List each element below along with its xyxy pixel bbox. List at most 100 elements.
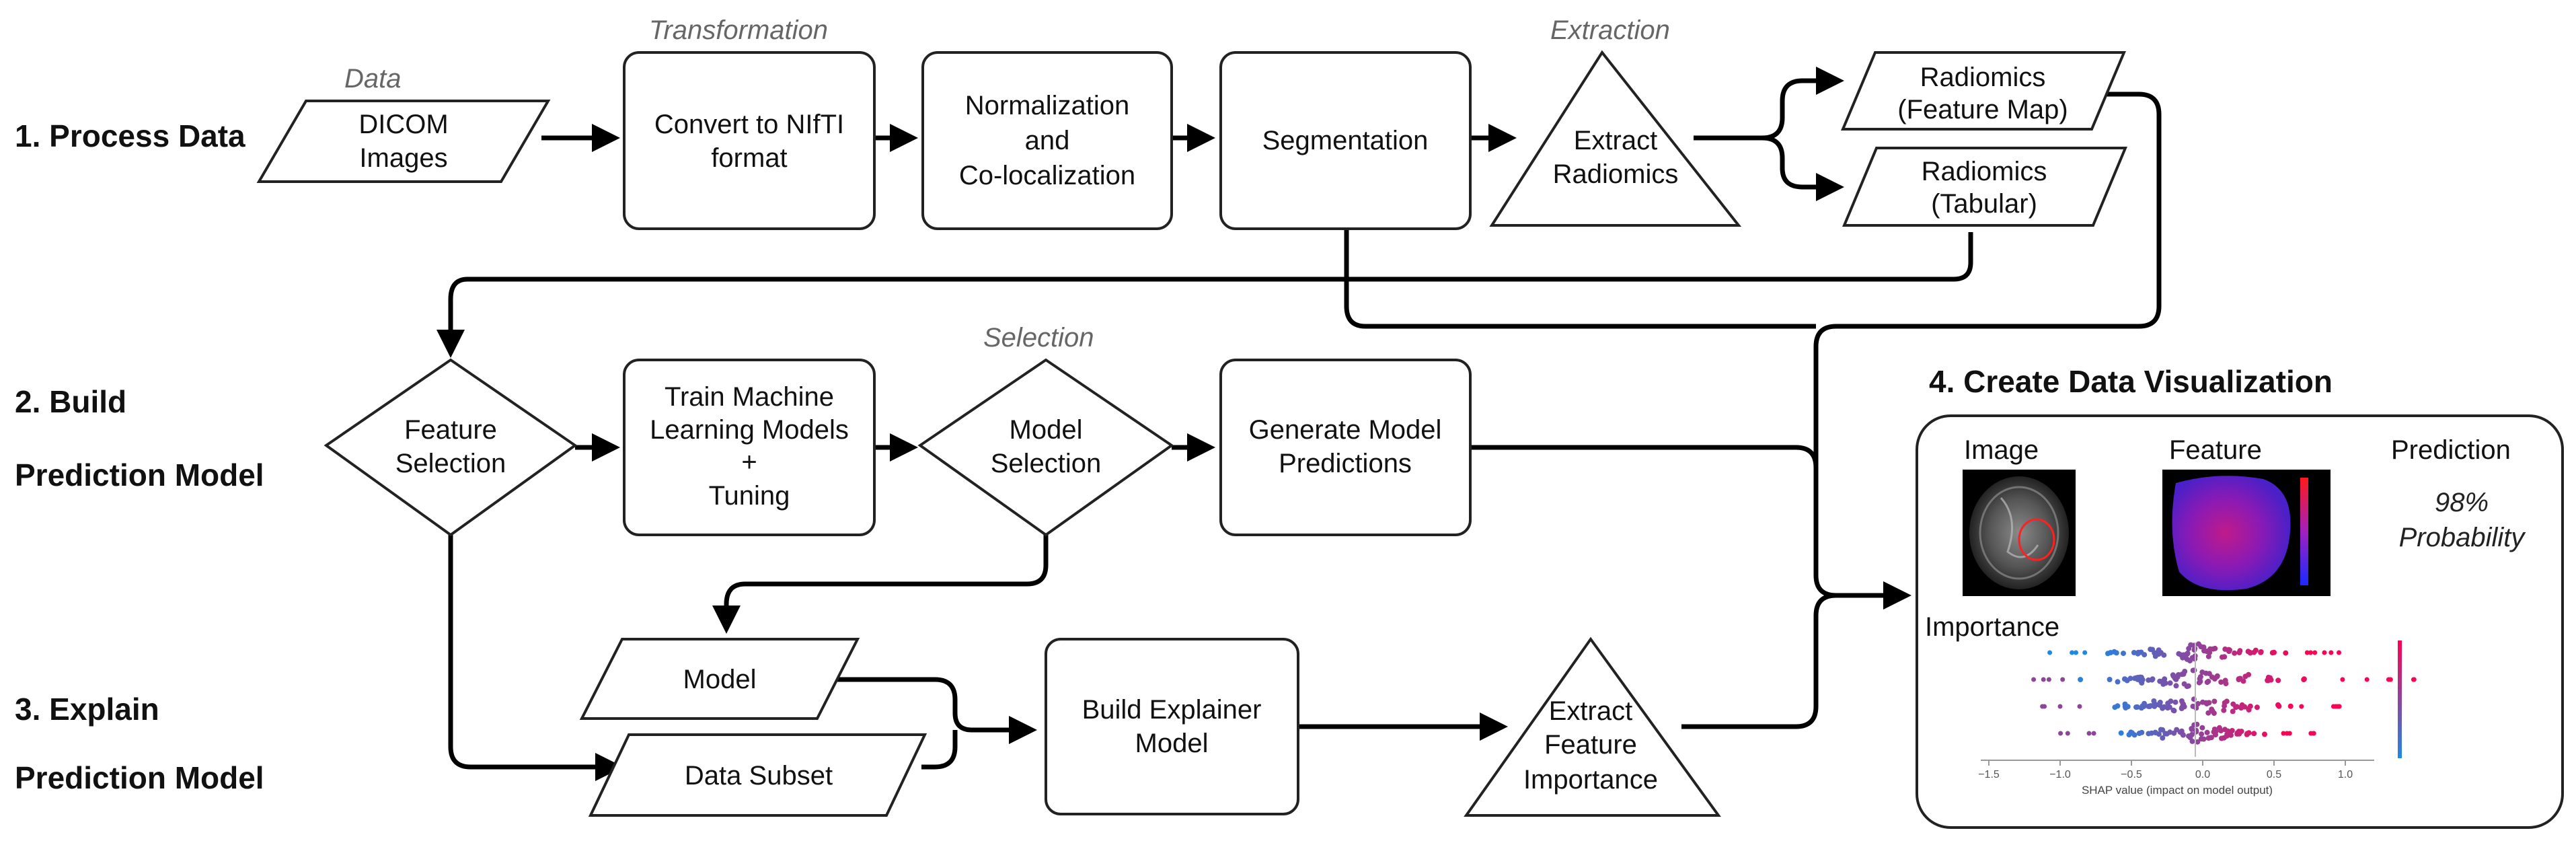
shap-dot	[2205, 710, 2211, 716]
feature-map-image	[2162, 470, 2331, 596]
shap-dots	[2031, 641, 2417, 745]
shap-dot	[2340, 677, 2345, 682]
shap-dot	[2312, 650, 2318, 655]
shap-dot	[2234, 731, 2240, 737]
shap-dot	[2195, 701, 2201, 706]
node-convert-nifti[interactable]: Convert to NIfTI format	[623, 51, 876, 230]
shap-dot	[2242, 673, 2248, 680]
shap-dot	[2148, 647, 2154, 653]
arrow-extract-to-feature-map	[1694, 67, 1844, 141]
shap-dot	[2275, 677, 2281, 684]
shap-dot	[2281, 731, 2286, 736]
shap-tick-label: −1.5	[1978, 769, 2000, 780]
shap-dot	[2230, 708, 2236, 714]
node-feature-selection[interactable]: Feature Selection	[324, 358, 578, 537]
shap-dot	[2199, 669, 2205, 675]
shap-dot	[2150, 676, 2156, 682]
shap-dot	[2161, 652, 2167, 658]
shap-dot	[2218, 679, 2224, 685]
shap-dot	[2222, 703, 2228, 709]
node-extract-radiomics[interactable]: Extract Radiomics	[1489, 50, 1742, 227]
node-dicom-images[interactable]: DICOM Images	[256, 100, 551, 183]
shap-dot	[2060, 677, 2066, 682]
shap-dot	[2065, 731, 2070, 736]
shap-dot	[2171, 730, 2177, 736]
model-line-1: Model	[683, 665, 757, 694]
shap-dot	[2223, 681, 2229, 687]
model-selection-line-2: Selection	[991, 449, 1102, 478]
panel-image-label: Image	[1964, 435, 2039, 465]
shap-dot	[2190, 667, 2196, 673]
stage-process-data: 1. Process Data	[15, 118, 245, 153]
shap-dot	[2122, 701, 2128, 707]
node-build-explainer[interactable]: Build Explainer Model	[1045, 638, 1299, 815]
stage-build-line-2: Prediction Model	[15, 457, 264, 492]
shap-dot	[2129, 730, 2135, 736]
node-data-subset[interactable]: Data Subset	[588, 733, 927, 817]
train-line-2: Learning Models	[650, 415, 849, 445]
shap-dot	[2196, 680, 2202, 686]
shap-tick-label: 0.5	[2267, 769, 2281, 780]
shap-dot	[2199, 725, 2205, 731]
shap-dot	[2146, 731, 2152, 737]
shap-dot	[2162, 676, 2168, 682]
panel-feature-label: Feature	[2169, 435, 2262, 465]
shap-dot	[2251, 731, 2257, 737]
stage-explain-line-1: 3. Explain	[15, 692, 159, 727]
shap-dot	[2201, 648, 2207, 654]
shap-dot	[2070, 650, 2075, 655]
explainer-line-1: Build Explainer	[1082, 695, 1262, 725]
importance-line-1: Extract	[1549, 696, 1632, 726]
shap-dot	[2244, 731, 2250, 737]
shap-dot	[2175, 672, 2181, 677]
shap-dot	[2287, 703, 2294, 709]
connectors	[437, 67, 2162, 781]
shap-dot	[2185, 683, 2191, 689]
node-train-models[interactable]: Train Machine Learning Models + Tuning	[623, 359, 876, 536]
node-normalization[interactable]: Normalization and Co-localization	[921, 51, 1173, 230]
shap-dot	[2189, 726, 2195, 731]
radiomics-map-line-2: (Feature Map)	[1897, 95, 2068, 124]
node-model[interactable]: Model	[579, 638, 860, 720]
node-model-selection[interactable]: Model Selection	[917, 358, 1174, 537]
shap-dot	[2167, 729, 2173, 735]
shap-dot	[2176, 651, 2182, 657]
shap-dot	[2118, 730, 2124, 736]
shap-axis-title: SHAP value (impact on model output)	[2082, 784, 2273, 797]
node-extract-importance[interactable]: Extract Feature Importance	[1464, 636, 1721, 817]
node-segmentation[interactable]: Segmentation	[1219, 51, 1472, 230]
shap-tick-label: 1.0	[2338, 769, 2353, 780]
shap-dot	[2207, 735, 2213, 741]
shap-dot	[2198, 736, 2204, 742]
train-line-1: Train Machine	[665, 382, 834, 412]
shap-dot	[2299, 704, 2304, 709]
panel-importance-label: Importance	[1925, 612, 2059, 642]
shap-dot	[2206, 671, 2212, 677]
shap-dot	[2189, 738, 2195, 744]
shap-dot	[2078, 677, 2084, 683]
shap-dot	[2209, 706, 2215, 712]
extract-radiomics-line-2: Radiomics	[1553, 159, 1679, 189]
shap-dot	[2139, 729, 2145, 735]
node-radiomics-tabular[interactable]: Radiomics (Tabular)	[1842, 147, 2128, 227]
shap-dot	[2115, 703, 2121, 709]
shap-dot	[2328, 650, 2334, 655]
node-radiomics-feature-map[interactable]: Radiomics (Feature Map)	[1840, 51, 2127, 131]
shap-dot	[2247, 650, 2253, 656]
stage-visualization-title: 4. Create Data Visualization	[1929, 364, 2333, 399]
normalization-line-1: Normalization	[965, 91, 1130, 120]
shap-dot	[2181, 652, 2187, 658]
visualization-panel: Image Feature Prediction 98% Probability…	[1916, 414, 2564, 829]
shap-dot	[2191, 647, 2197, 653]
panel-prediction-label: Prediction	[2391, 435, 2511, 465]
shap-dot	[2232, 650, 2238, 656]
shap-dot	[2142, 700, 2148, 706]
shap-dot	[2193, 727, 2199, 733]
shap-dot	[2160, 705, 2166, 711]
node-generate-predictions[interactable]: Generate Model Predictions	[1219, 359, 1472, 536]
segmentation-line-1: Segmentation	[1262, 126, 1429, 155]
shap-color-bar	[2398, 640, 2402, 758]
